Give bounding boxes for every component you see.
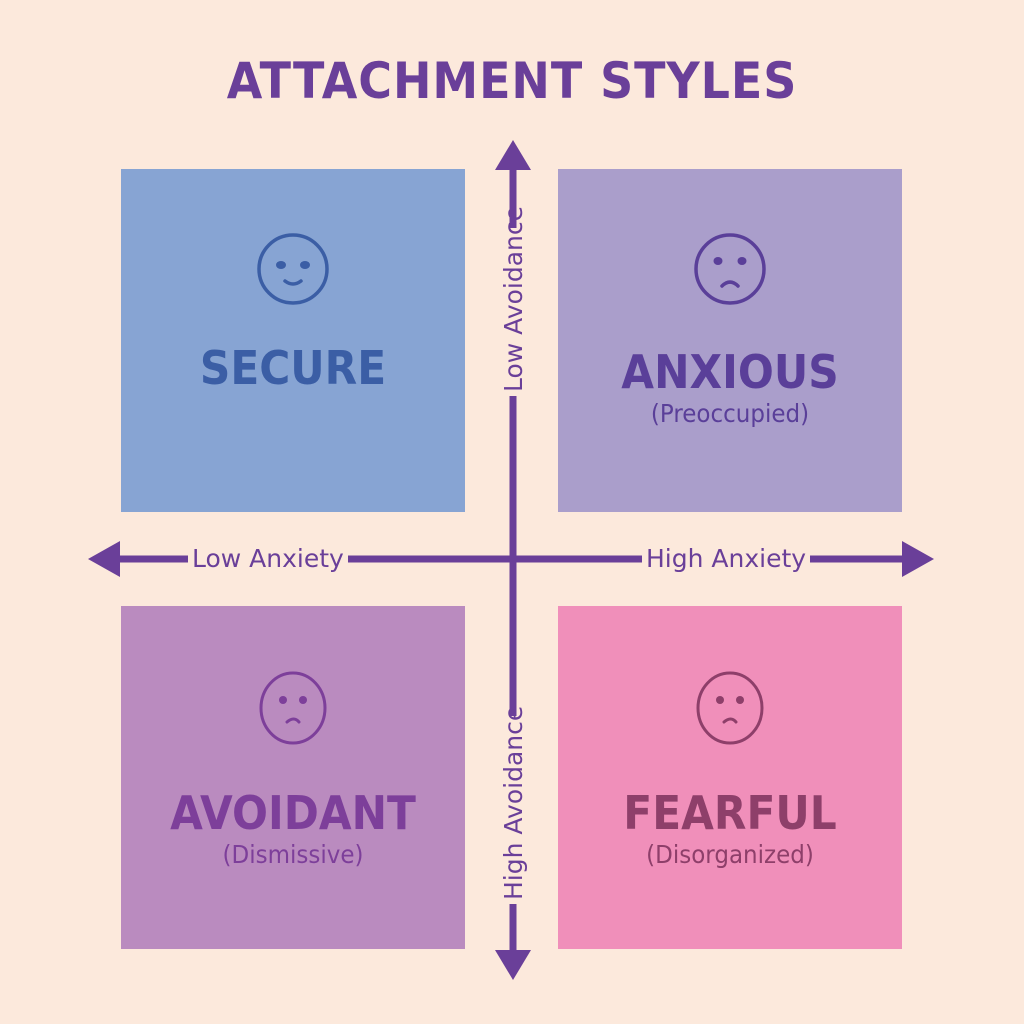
quadrant-subtitle: (Dismissive): [222, 840, 364, 869]
quadrant-secure: SECURE: [121, 169, 465, 512]
quadrant-anxious: ANXIOUS (Preoccupied): [558, 169, 902, 512]
axis-label-low-avoidance: Low Avoidance: [499, 206, 529, 396]
axis-label-high-anxiety: High Anxiety: [642, 544, 811, 574]
quadrant-subtitle: (Preoccupied): [650, 399, 810, 428]
smile-face-icon: [257, 233, 329, 305]
arrow-down-icon: [495, 950, 531, 980]
quadrant-title: FEARFUL: [623, 786, 837, 840]
quadrant-title: ANXIOUS: [621, 345, 839, 399]
page-title: ATTACHMENT STYLES: [226, 52, 798, 110]
axis-label-high-avoidance: High Avoidance: [499, 706, 529, 904]
axis-label-low-anxiety: Low Anxiety: [188, 544, 348, 574]
quadrant-title: SECURE: [199, 341, 387, 395]
quadrant-avoidant: AVOIDANT (Dismissive): [121, 606, 465, 949]
frown-face-icon: [259, 671, 327, 745]
arrow-right-icon: [902, 541, 934, 577]
quadrant-fearful: FEARFUL (Disorganized): [558, 606, 902, 949]
quadrant-title: AVOIDANT: [170, 786, 416, 840]
frown-face-icon: [696, 671, 764, 745]
quadrant-subtitle: (Disorganized): [646, 840, 814, 869]
arrow-left-icon: [88, 541, 120, 577]
frown-face-icon: [694, 233, 766, 305]
arrow-up-icon: [495, 140, 531, 170]
